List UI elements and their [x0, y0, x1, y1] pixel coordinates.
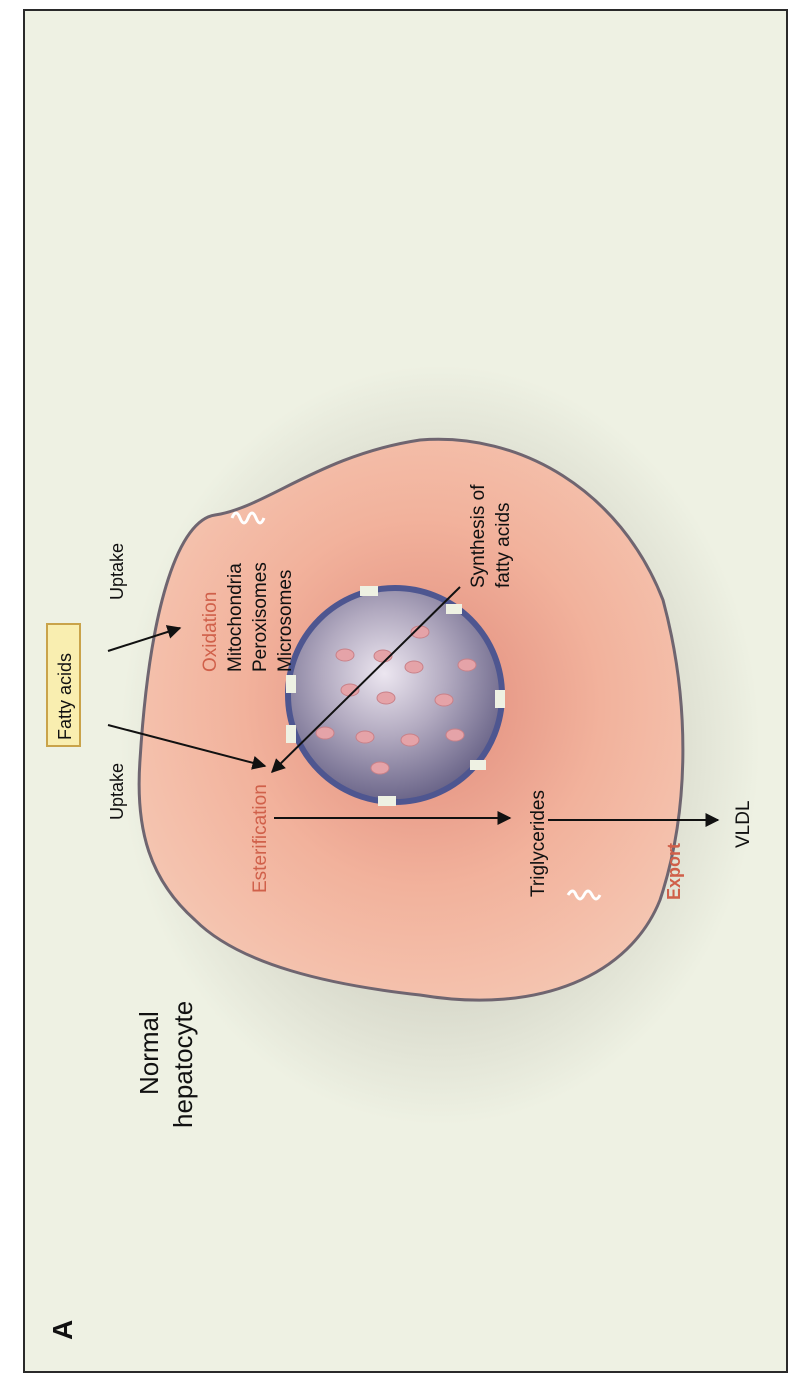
- mitochondria-label: Mitochondria: [225, 563, 246, 672]
- fatty-acids-box: Fatty acids: [47, 624, 80, 746]
- panel-title-line1: Normal: [134, 1011, 164, 1095]
- oxidation-label: Oxidation: [200, 592, 221, 672]
- esterification-label: Esterification: [250, 784, 271, 893]
- synthesis-label-line2: fatty acids: [493, 502, 514, 588]
- panel-title-line2: hepatocyte: [168, 1001, 198, 1128]
- panel-letter: A: [47, 1320, 78, 1340]
- triglycerides-label: Triglycerides: [528, 790, 549, 897]
- peroxisomes-label: Peroxisomes: [250, 562, 271, 672]
- nucleus: [286, 586, 505, 806]
- vldl-label: VLDL: [733, 800, 754, 848]
- export-label: Export: [664, 843, 684, 900]
- synthesis-label-line1: Synthesis of: [468, 484, 489, 588]
- fatty-acids-label: Fatty acids: [55, 653, 75, 740]
- uptake-label-right: Uptake: [107, 543, 127, 600]
- svg-text:A: A: [47, 1320, 78, 1340]
- microsomes-label: Microsomes: [275, 570, 296, 672]
- uptake-label-left: Uptake: [107, 763, 127, 820]
